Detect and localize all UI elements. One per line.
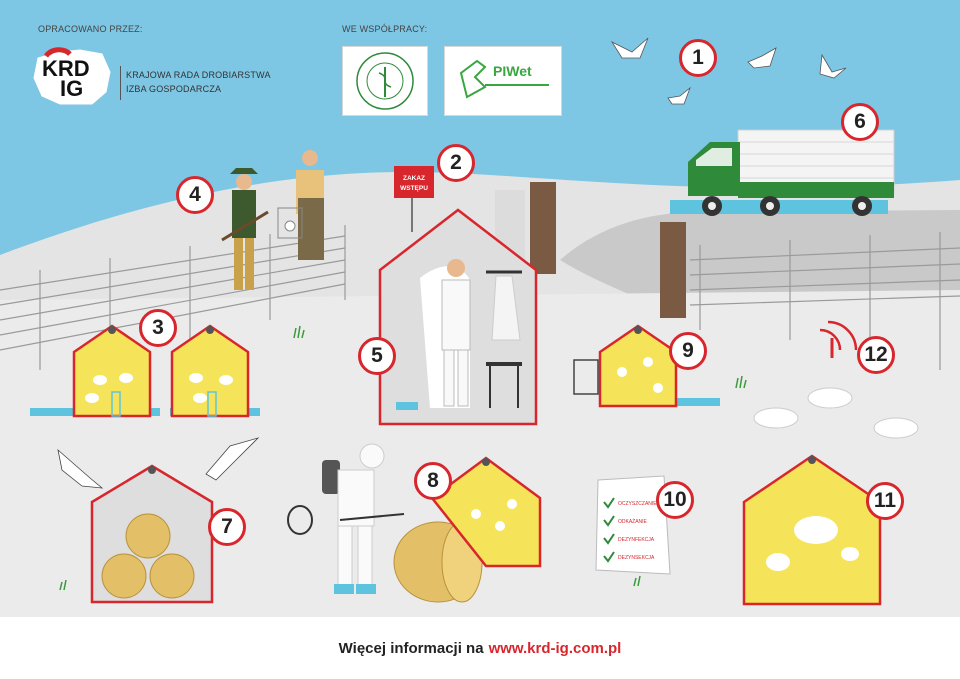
krd-logo-line1: KRD: [42, 56, 90, 81]
footer-text: Więcej informacji na: [338, 639, 484, 657]
krd-ig-logo: KRD IG: [30, 46, 114, 108]
barn-with-trash: [573, 324, 720, 408]
cooperation-label: WE WSPÓŁPRACY:: [342, 24, 428, 34]
giw-logo: [342, 46, 428, 116]
marker-4: 4: [176, 176, 214, 214]
barn-8: [430, 456, 542, 568]
krd-logo-line2: IG: [60, 76, 84, 101]
no-entry-sign-line2: WSTĘPU: [400, 185, 428, 192]
marker-5: 5: [358, 337, 396, 375]
piwet-logo-text: PIWet: [493, 63, 532, 79]
org-name-line1: KRAJOWA RADA DROBIARSTWA: [126, 70, 271, 80]
fence-left: [0, 225, 346, 370]
checklist-item-3: DEZYNFEKCJA: [618, 537, 655, 543]
logo-divider: [120, 66, 121, 100]
changing-room: [378, 208, 538, 426]
checklist-item-4: DEZYNSEKCJA: [618, 555, 655, 561]
no-entry-sign: ZAKAZ WSTĘPU: [394, 166, 434, 232]
prepared-by-label: OPRACOWANO PRZEZ:: [38, 24, 143, 34]
checklist-item-1: OCZYSZCZANIE: [618, 501, 657, 507]
marker-1: 1: [679, 39, 717, 77]
marker-7: 7: [208, 508, 246, 546]
marker-11: 11: [866, 482, 904, 520]
cleaning-checklist: OCZYSZCZANIE ODKAŻANIE DEZYNFEKCJA DEZYN…: [595, 475, 671, 575]
marker-12: 12: [857, 336, 895, 374]
big-barn: [742, 454, 882, 606]
fence-right: [689, 232, 960, 370]
marker-2: 2: [437, 144, 475, 182]
truck: [688, 129, 895, 216]
marker-6: 6: [841, 103, 879, 141]
hunter-and-worker: [221, 150, 324, 290]
org-name-line2: IZBA GOSPODARCZA: [126, 84, 222, 94]
marker-3: 3: [139, 309, 177, 347]
marker-9: 9: [669, 332, 707, 370]
piwet-logo: PIWet: [444, 46, 562, 116]
hay-barn: [90, 464, 214, 604]
grass-tufts: [59, 325, 747, 591]
wild-birds: [610, 37, 847, 105]
poland-map-icon: [33, 47, 111, 105]
storks: [57, 437, 260, 489]
giw-seal-icon: [356, 52, 414, 110]
marker-8: 8: [414, 462, 452, 500]
dead-birds: [753, 320, 919, 439]
footer-link[interactable]: www.krd-ig.com.pl: [488, 639, 622, 657]
small-barn-right: [170, 324, 260, 418]
checklist-item-2: ODKAŻANIE: [618, 518, 648, 525]
small-barn-left: [30, 324, 160, 418]
marker-10: 10: [656, 481, 694, 519]
piwet-mark-icon: [459, 59, 549, 99]
no-entry-sign-line1: ZAKAZ: [403, 175, 425, 182]
footer: Więcej informacji na www.krd-ig.com.pl: [0, 617, 960, 679]
